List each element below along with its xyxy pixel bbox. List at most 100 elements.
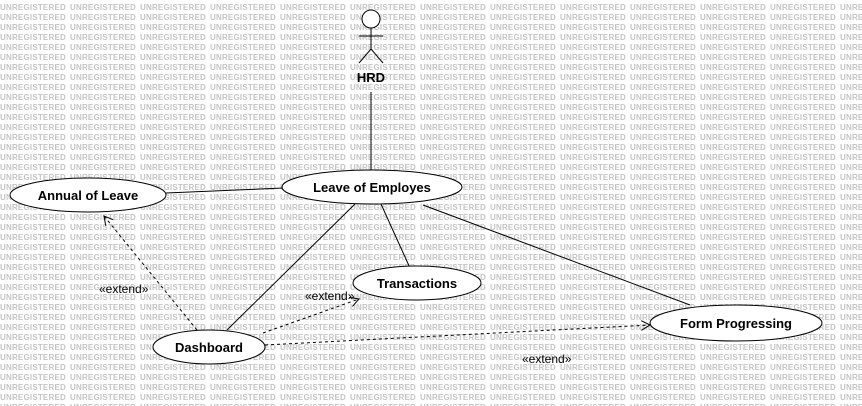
association-leave-form [422, 204, 691, 306]
watermark-text: UNREGISTERED [140, 73, 206, 82]
watermark-text: UNREGISTERED [700, 63, 766, 72]
watermark-text: UNREGISTERED [630, 43, 696, 52]
watermark-text: UNREGISTERED [70, 213, 136, 222]
watermark-text: UNREGISTERED [840, 153, 862, 162]
watermark-text: UNREGISTERED [210, 253, 276, 262]
watermark-text: UNREGISTERED [70, 283, 136, 292]
watermark-text: UNREGISTERED [420, 103, 486, 112]
watermark-text: UNREGISTERED [840, 333, 862, 342]
watermark-text: UNREGISTERED [280, 293, 346, 302]
watermark-text: UNREGISTERED [700, 83, 766, 92]
watermark-text: UNREGISTERED [70, 293, 136, 302]
watermark-text: UNREGISTERED [140, 273, 206, 282]
watermark-text: UNREGISTERED [0, 333, 66, 342]
watermark-text: UNREGISTERED [560, 243, 626, 252]
watermark-text: UNREGISTERED [350, 103, 416, 112]
watermark-text: UNREGISTERED [490, 393, 556, 402]
watermark-text: UNREGISTERED [280, 243, 346, 252]
watermark-text: UNREGISTERED [350, 63, 416, 72]
watermark-text: UNREGISTERED [140, 23, 206, 32]
watermark-text: UNREGISTERED [840, 223, 862, 232]
watermark-text: UNREGISTERED [770, 113, 836, 122]
watermark-text: UNREGISTERED [350, 33, 416, 42]
watermark-text: UNREGISTERED [420, 333, 486, 342]
watermark-text: UNREGISTERED [280, 353, 346, 362]
watermark-text: UNREGISTERED [420, 313, 486, 322]
watermark-text: UNREGISTERED [0, 63, 66, 72]
watermark-text: UNREGISTERED [560, 133, 626, 142]
watermark-text: UNREGISTERED [70, 243, 136, 252]
watermark-text: UNREGISTERED [70, 333, 136, 342]
watermark-text: UNREGISTERED [560, 43, 626, 52]
watermark-text: UNREGISTERED [560, 353, 626, 362]
watermark-text: UNREGISTERED [770, 223, 836, 232]
watermark-text: UNREGISTERED [0, 33, 66, 42]
watermark-text: UNREGISTERED [840, 403, 862, 406]
watermark-text: UNREGISTERED [490, 283, 556, 292]
watermark-text: UNREGISTERED [630, 243, 696, 252]
watermark-text: UNREGISTERED [770, 373, 836, 382]
watermark-text: UNREGISTERED [770, 13, 836, 22]
watermark-text: UNREGISTERED [140, 243, 206, 252]
watermark-text: UNREGISTERED [560, 123, 626, 132]
watermark-text: UNREGISTERED [280, 223, 346, 232]
watermark-text: UNREGISTERED [490, 93, 556, 102]
use-case-annual-of-leave[interactable]: Annual of Leave [9, 177, 167, 213]
watermark-text: UNREGISTERED [560, 23, 626, 32]
watermark-text: UNREGISTERED [280, 93, 346, 102]
watermark-text: UNREGISTERED [140, 283, 206, 292]
watermark-text: UNREGISTERED [630, 113, 696, 122]
actor-hrd[interactable]: HRD [357, 9, 385, 85]
watermark-text: UNREGISTERED [490, 243, 556, 252]
watermark-text: UNREGISTERED [490, 383, 556, 392]
watermark-text: UNREGISTERED [350, 343, 416, 352]
watermark-text: UNREGISTERED [210, 363, 276, 372]
watermark-text: UNREGISTERED [0, 253, 66, 262]
watermark-text: UNREGISTERED [350, 43, 416, 52]
watermark-text: UNREGISTERED [280, 253, 346, 262]
watermark-text: UNREGISTERED [0, 53, 66, 62]
watermark-text: UNREGISTERED [0, 213, 66, 222]
watermark-text: UNREGISTERED [490, 203, 556, 212]
use-case-transactions[interactable]: Transactions [352, 265, 482, 301]
watermark-text: UNREGISTERED [280, 283, 346, 292]
watermark-text: UNREGISTERED [0, 153, 66, 162]
watermark-text: UNREGISTERED [490, 173, 556, 182]
watermark-text: UNREGISTERED [280, 23, 346, 32]
watermark-text: UNREGISTERED [630, 73, 696, 82]
watermark-text: UNREGISTERED [700, 403, 766, 406]
watermark-text: UNREGISTERED [700, 133, 766, 142]
watermark-text: UNREGISTERED [140, 3, 206, 12]
watermark-text: UNREGISTERED [420, 263, 486, 272]
watermark-text: UNREGISTERED [840, 53, 862, 62]
watermark-text: UNREGISTERED [140, 83, 206, 92]
watermark-text: UNREGISTERED [700, 53, 766, 62]
watermark-text: UNREGISTERED [630, 173, 696, 182]
watermark-text: UNREGISTERED [210, 263, 276, 272]
watermark-text: UNREGISTERED [840, 323, 862, 332]
watermark-text: UNREGISTERED [490, 153, 556, 162]
watermark-text: UNREGISTERED [490, 193, 556, 202]
watermark-text: UNREGISTERED [210, 93, 276, 102]
watermark-text: UNREGISTERED [560, 13, 626, 22]
watermark-text: UNREGISTERED [280, 43, 346, 52]
watermark-text: UNREGISTERED [210, 73, 276, 82]
use-case-form-progressing[interactable]: Form Progressing [649, 304, 823, 342]
watermark-text: UNREGISTERED [840, 193, 862, 202]
watermark-text: UNREGISTERED [630, 133, 696, 142]
watermark-text: UNREGISTERED [700, 233, 766, 242]
use-case-leave-of-employes[interactable]: Leave of Employes [281, 169, 463, 205]
watermark-text: UNREGISTERED [560, 403, 626, 406]
watermark-text: UNREGISTERED [350, 383, 416, 392]
watermark-text: UNREGISTERED [840, 83, 862, 92]
watermark-text: UNREGISTERED [700, 383, 766, 392]
watermark-text: UNREGISTERED [560, 383, 626, 392]
watermark-text: UNREGISTERED [700, 283, 766, 292]
watermark-text: UNREGISTERED [420, 343, 486, 352]
watermark-text: UNREGISTERED [490, 163, 556, 172]
watermark-text: UNREGISTERED [630, 383, 696, 392]
use-case-dashboard[interactable]: Dashboard [152, 329, 266, 365]
use-case-ellipse [352, 265, 482, 301]
watermark-text: UNREGISTERED [210, 233, 276, 242]
watermark-text: UNREGISTERED [420, 143, 486, 152]
